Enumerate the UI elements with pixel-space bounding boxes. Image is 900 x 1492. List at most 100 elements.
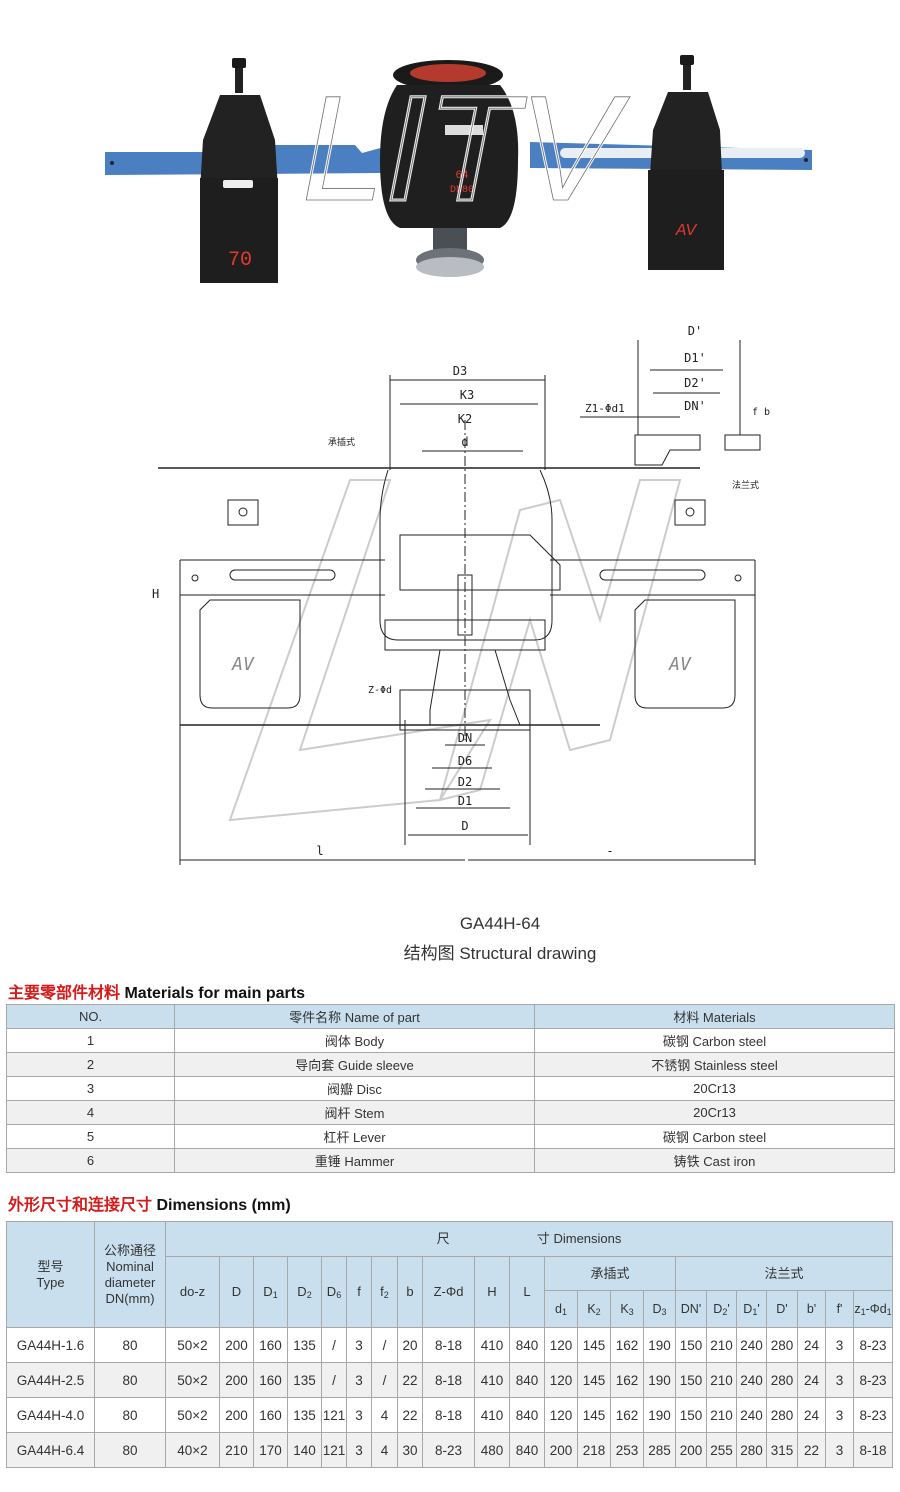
cell-dimension: 120 (544, 1362, 578, 1398)
cell-dimension: 8-23 (422, 1432, 475, 1468)
cell-no: 1 (6, 1028, 175, 1053)
watermark-outline: LITV (302, 64, 631, 232)
cell-dimension: 24 (797, 1362, 826, 1398)
cell-dimension: 200 (675, 1432, 707, 1468)
header-dimensions: 尺 寸 Dimensions (165, 1221, 893, 1257)
cell-dimension: 160 (253, 1327, 288, 1363)
header-dn-en2: diameter (104, 1274, 156, 1290)
watermark: LITV (302, 64, 631, 232)
cell-dn: 80 (94, 1362, 166, 1398)
cell-dimension: 24 (797, 1397, 826, 1433)
cell-dimension: 22 (797, 1432, 826, 1468)
table-row: 6 重锤 Hammer 铸铁 Cast iron (6, 1148, 895, 1173)
cell-dimension: 150 (675, 1362, 707, 1398)
cell-dn: 80 (94, 1432, 166, 1468)
materials-title-en: Materials for main parts (124, 985, 305, 1002)
cell-dimension: 8-18 (422, 1397, 475, 1433)
label-DN: DN (458, 731, 472, 745)
cell-dimension: 50×2 (165, 1397, 220, 1433)
header-dimensions-en: 寸 Dimensions (536, 1231, 622, 1246)
cell-dimension: 3 (346, 1362, 372, 1398)
cell-dimension: 145 (577, 1397, 611, 1433)
cell-no: 6 (6, 1148, 175, 1173)
label-DN-prime: DN' (684, 399, 706, 413)
cell-dimension: 121 (321, 1432, 347, 1468)
cell-dimension: 3 (346, 1397, 372, 1433)
cell-dimension: 150 (675, 1327, 707, 1363)
cell-dimension: 200 (219, 1397, 254, 1433)
cell-dimension: 200 (219, 1327, 254, 1363)
table-row: 5 杠杆 Lever 碳钢 Carbon steel (6, 1124, 895, 1149)
cell-dimension: 218 (577, 1432, 611, 1468)
cell-dimension: 190 (643, 1397, 676, 1433)
col-D2: D2 (287, 1256, 322, 1328)
cell-dimension: 255 (706, 1432, 737, 1468)
cell-dimension: 240 (736, 1362, 767, 1398)
col-K3: K3 (610, 1290, 644, 1328)
cell-dimension: 120 (544, 1327, 578, 1363)
drawing-caption: 结构图 Structural drawing (403, 944, 597, 963)
cell-part: 重锤 Hammer (174, 1148, 535, 1173)
col-H: H (474, 1256, 510, 1328)
dimensions-header-row-1: 型号 Type 公称通径 Nominal diameter DN(mm) 尺 寸… (6, 1221, 893, 1328)
cell-part: 阀体 Body (174, 1028, 535, 1053)
brand-logo: AV (675, 222, 698, 239)
cell-dimension: 145 (577, 1362, 611, 1398)
cell-dimension: 280 (766, 1327, 798, 1363)
cell-dimension: 8-23 (853, 1327, 893, 1363)
cell-dimension: 145 (577, 1327, 611, 1363)
flange-detail (580, 340, 761, 466)
materials-title-cn: 主要零部件材料 (8, 985, 121, 1002)
dimensions-table: 型号 Type 公称通径 Nominal diameter DN(mm) 尺 寸… (6, 1221, 893, 1468)
cell-material: 碳钢 Carbon steel (534, 1124, 895, 1149)
cell-material: 铸铁 Cast iron (534, 1148, 895, 1173)
top-dimension-lines (158, 375, 700, 726)
cell-dimension: / (371, 1362, 398, 1398)
cell-dimension: 210 (219, 1432, 254, 1468)
cell-dimension: 315 (766, 1432, 798, 1468)
cell-dimension: 20 (397, 1327, 423, 1363)
cell-dimension: 135 (287, 1397, 322, 1433)
header-nominal-diameter: 公称通径 Nominal diameter DN(mm) (94, 1221, 166, 1328)
valve-body: 64 DN80 (380, 60, 519, 277)
col-D1-prime: D1' (736, 1290, 767, 1328)
drawing-watermark (228, 479, 682, 822)
label-L-right: - (606, 844, 613, 858)
col-z1-phi-d1: z1-Φd1 (853, 1290, 893, 1328)
label-z-phi-d: Z-Φd (368, 685, 392, 696)
col-D2-prime: D2' (706, 1290, 737, 1328)
cell-dimension: 210 (706, 1362, 737, 1398)
cell-material: 20Cr13 (534, 1100, 895, 1125)
label-K2: K2 (458, 412, 472, 426)
dimensions-title-en: Dimensions (mm) (156, 1197, 291, 1214)
right-weight: AV (648, 55, 724, 270)
header-material: 材料 Materials (534, 1004, 895, 1029)
cell-dimension: 4 (371, 1397, 398, 1433)
col-f-prime: f' (825, 1290, 854, 1328)
cell-dimension: 410 (474, 1362, 510, 1398)
header-dn-en3: DN(mm) (105, 1290, 155, 1306)
label-D1-prime: D1' (684, 351, 706, 365)
cell-dimension: 50×2 (165, 1362, 220, 1398)
cell-part: 阀瓣 Disc (174, 1076, 535, 1101)
cell-part: 导向套 Guide sleeve (174, 1052, 535, 1077)
label-D2-prime: D2' (684, 376, 706, 390)
col-D-prime: D' (766, 1290, 798, 1328)
cell-dimension: 3 (825, 1432, 854, 1468)
label-f-b: f b (752, 407, 770, 418)
col-D3: D3 (643, 1290, 676, 1328)
valve-body-section (379, 420, 561, 740)
header-dimensions-cn: 尺 (436, 1231, 450, 1246)
cell-dimension: 40×2 (165, 1432, 220, 1468)
table-row: 4 阀杆 Stem 20Cr13 (6, 1100, 895, 1125)
cell-dimension: 24 (797, 1327, 826, 1363)
cell-type: GA44H-1.6 (6, 1327, 95, 1363)
group-flange: 法兰式 (675, 1256, 893, 1291)
cell-type: GA44H-6.4 (6, 1432, 95, 1468)
label-flange-type: 法兰式 (732, 479, 759, 491)
